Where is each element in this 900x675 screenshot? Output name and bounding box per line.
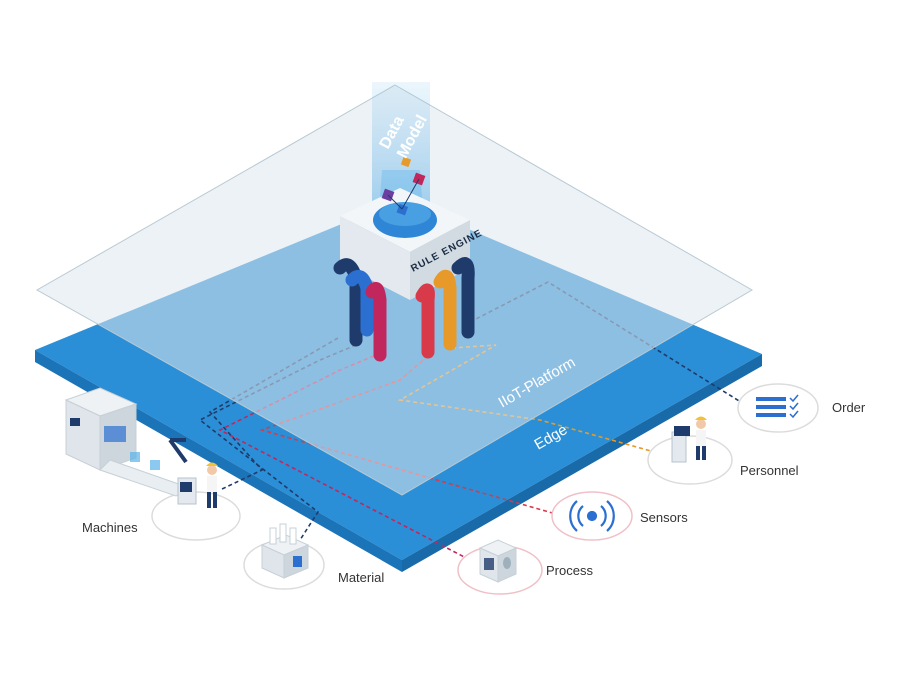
material-label: Material (338, 570, 384, 585)
production-machine-icon (64, 387, 218, 508)
operator-terminal-icon (671, 416, 707, 463)
personnel-label: Personnel (740, 463, 799, 478)
pipe-navy-right (451, 257, 475, 343)
checklist-icon (756, 394, 799, 419)
line-process (218, 355, 471, 561)
node-personnel: Personnel (647, 416, 799, 485)
sensor-signal-icon (569, 500, 615, 532)
pipe-orange (433, 269, 457, 355)
order-label: Order (832, 400, 866, 415)
pipe-crimson (365, 281, 387, 365)
process-label: Process (546, 563, 593, 578)
qr-cube-icon (478, 539, 518, 583)
pipes (333, 257, 475, 365)
sensors-label: Sensors (640, 510, 688, 525)
node-order: Order (737, 383, 866, 433)
node-machines: Machines (64, 387, 241, 541)
node-sensors: Sensors (551, 491, 688, 541)
machines-label: Machines (82, 520, 138, 535)
pipe-red (415, 283, 435, 363)
data-model-cubes (381, 156, 426, 216)
material-crate-icon (260, 523, 310, 579)
node-process: Process (457, 539, 593, 595)
node-material: Material (243, 523, 384, 590)
